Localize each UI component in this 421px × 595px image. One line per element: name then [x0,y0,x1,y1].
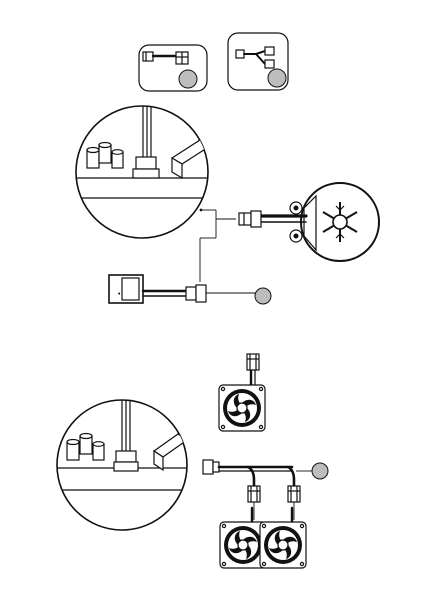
callout-circle [179,70,197,88]
small-plug-icon [143,52,188,64]
fan-icon [220,522,266,568]
splitter-connector-b [288,486,300,502]
fan-icon [260,522,306,568]
splitter-connector-a [248,486,260,502]
y-splitter [203,460,328,520]
callout-circle [255,288,271,304]
dual-fans [220,508,306,568]
callout-circle [268,69,286,87]
callout-circle [312,463,328,479]
option-y-splitter-connector [228,33,288,90]
splitter-icon [236,47,274,68]
motherboard-zoom-bottom [40,395,190,530]
single-fan [219,354,265,431]
splitter-plug [203,460,213,474]
pump-connector [239,211,261,227]
option-single-connector [139,45,207,91]
connection-leader-lines [200,209,236,282]
sata-power-adapter: • [109,275,271,304]
fan-icon [219,385,265,431]
fan-connector [247,354,259,370]
motherboard-zoom-top [60,100,210,238]
